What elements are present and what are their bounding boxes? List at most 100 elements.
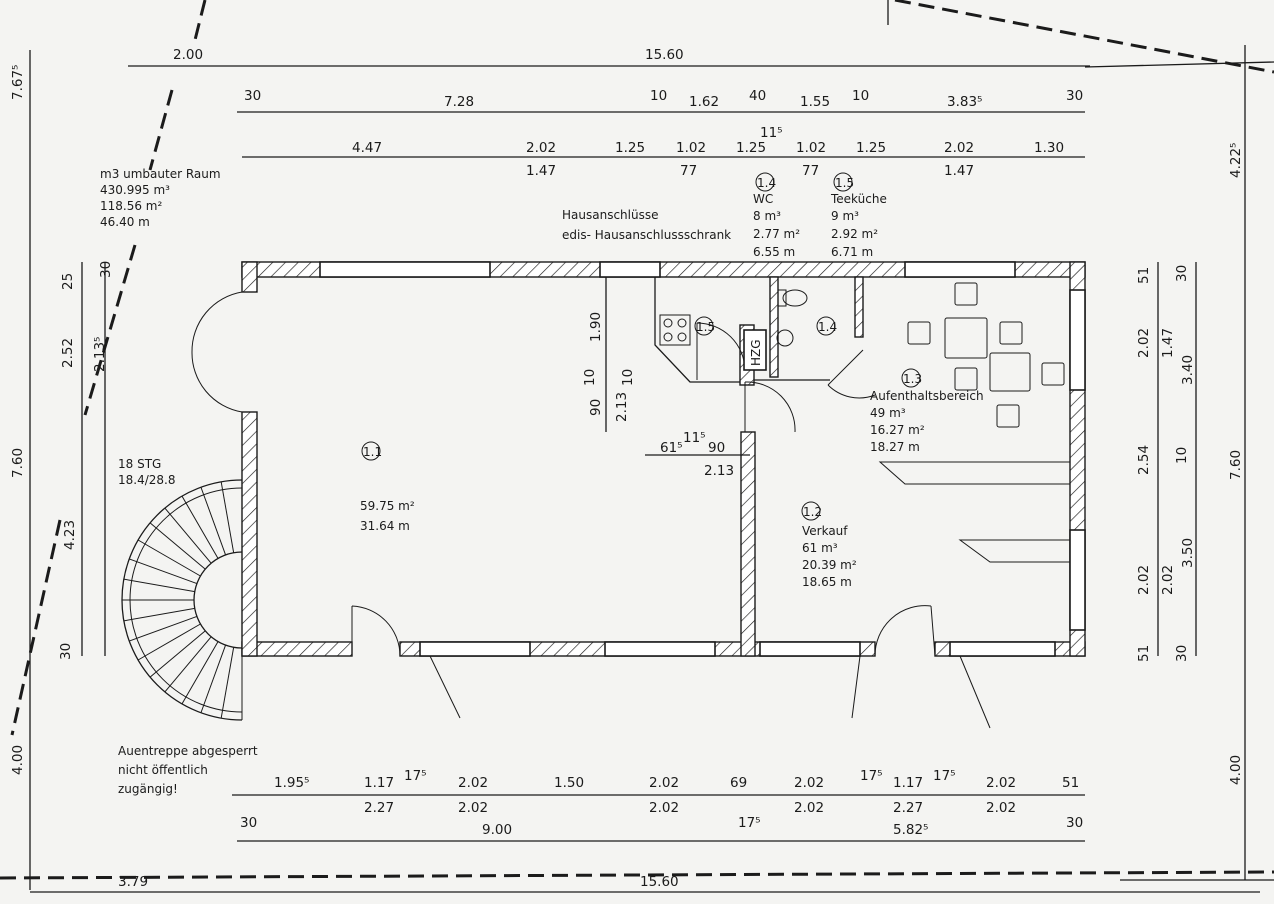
stair-step bbox=[129, 615, 198, 642]
stair-step bbox=[181, 641, 219, 705]
stair-step bbox=[200, 487, 227, 556]
room-1-4-perimeter: 6.55 m bbox=[753, 245, 795, 259]
dim-top-3-4: 1.25 bbox=[736, 140, 766, 156]
dim-bot-1-8: 17⁵ bbox=[860, 768, 883, 784]
dim-bot-1-3: 2.02 bbox=[458, 775, 488, 791]
outside-note-line1: Auentreppe abgesperrt bbox=[118, 744, 258, 758]
dim-bot-1b-1: 2.02 bbox=[458, 800, 488, 816]
dim-bot-2-1: 9.00 bbox=[482, 822, 512, 838]
dim-bot-2-3: 5.82⁵ bbox=[893, 822, 928, 838]
outside-note-line2: nicht öffentlich bbox=[118, 763, 208, 777]
dim-top-2-4: 40 bbox=[749, 88, 766, 104]
dim-left-4: 2.13⁵ bbox=[92, 337, 108, 372]
outside-note-line3: zugängig! bbox=[118, 782, 178, 796]
dim-top-3b-2: 77 bbox=[802, 163, 819, 179]
heater-label: HZG bbox=[749, 339, 763, 366]
stair-step bbox=[220, 647, 235, 719]
dim-bot-1-1: 1.17 bbox=[364, 775, 394, 791]
room-1-1-perimeter: 31.64 m bbox=[360, 519, 410, 533]
dim-bot-2-0: 30 bbox=[240, 815, 257, 831]
room-1-2-name: Verkauf bbox=[802, 524, 848, 538]
dim-bot-1-11: 2.02 bbox=[986, 775, 1016, 791]
stair-step bbox=[149, 522, 206, 570]
dim-inner-v3: 10 bbox=[620, 369, 636, 386]
dim-top-3-2: 1.25 bbox=[615, 140, 645, 156]
room-1-5-name: Teeküche bbox=[830, 192, 887, 206]
dim-bot-1-7: 2.02 bbox=[794, 775, 824, 791]
dim-top-2-3: 1.62 bbox=[689, 94, 719, 110]
dim-right-9: 2.02 bbox=[1136, 565, 1152, 595]
dim-inner-v4: 90 bbox=[588, 399, 604, 416]
dim-right-8: 7.60 bbox=[1228, 450, 1244, 480]
dim-right-10: 2.02 bbox=[1160, 565, 1176, 595]
dim-right-11: 3.50 bbox=[1180, 538, 1196, 568]
dim-top-3-6: 1.25 bbox=[856, 140, 886, 156]
dim-top-3-0: 4.47 bbox=[352, 140, 382, 156]
dim-inner-v2: 10 bbox=[582, 369, 598, 386]
dim-top-1-0: 2.00 bbox=[173, 47, 203, 63]
dim-left-3: 2.52 bbox=[60, 338, 76, 368]
dim-left-6: 4.23 bbox=[62, 520, 78, 550]
spiral-stair bbox=[121, 479, 243, 721]
stair-step bbox=[137, 539, 201, 577]
room-1-1-id: 1.1 bbox=[363, 445, 382, 459]
dim-right-14: 4.00 bbox=[1228, 755, 1244, 785]
dim-top-2-8: 30 bbox=[1066, 88, 1083, 104]
stair-step bbox=[220, 481, 235, 553]
room-1-5-perimeter: 6.71 m bbox=[831, 245, 873, 259]
dim-left-8: 4.00 bbox=[10, 745, 26, 775]
top-dimensions: 2.00 15.60 30 7.28 10 1.62 40 1.55 10 3.… bbox=[128, 47, 1090, 179]
dim-bot-1b-4: 2.27 bbox=[893, 800, 923, 816]
dim-top-2-2: 10 bbox=[650, 88, 667, 104]
volume-note-title: m3 umbauter Raum bbox=[100, 167, 221, 181]
dim-right-0: 4.22⁵ bbox=[1228, 143, 1244, 178]
dim-bot-1b-0: 2.27 bbox=[364, 800, 394, 816]
room-1-3-id: 1.3 bbox=[903, 372, 922, 386]
dim-bot-1-5: 2.02 bbox=[649, 775, 679, 791]
dim-top-2-1: 7.28 bbox=[444, 94, 474, 110]
room-1-4-area: 2.77 m² bbox=[753, 227, 800, 241]
stair-step bbox=[164, 507, 212, 564]
property-boundaries bbox=[0, 0, 1274, 881]
dim-top-small: 11⁵ bbox=[760, 125, 783, 141]
dim-top-1-1: 15.60 bbox=[645, 47, 684, 63]
room-1-2-area: 20.39 m² bbox=[802, 558, 857, 572]
dim-top-2-7: 3.83⁵ bbox=[947, 94, 982, 110]
dim-inner-h4: 2.13 bbox=[704, 463, 734, 479]
dim-top-3b-0: 1.47 bbox=[526, 163, 556, 179]
dim-right-12: 51 bbox=[1136, 645, 1152, 662]
dim-top-3b-3: 1.47 bbox=[944, 163, 974, 179]
dim-bot-2-2: 17⁵ bbox=[738, 815, 761, 831]
dim-left-1: 25 bbox=[60, 273, 76, 290]
room-labels: 1.1 59.75 m² 31.64 m 1.2 Verkauf 61 m³ 2… bbox=[360, 172, 984, 589]
bottom-dimensions: 1.95⁵ 1.17 17⁵ 2.02 1.50 2.02 69 2.02 17… bbox=[30, 768, 1260, 893]
dim-inner-h3: 90 bbox=[708, 440, 725, 456]
dim-left-0: 7.67⁵ bbox=[10, 65, 26, 100]
room-1-3-name: Aufenthaltsbereich bbox=[870, 389, 984, 403]
dim-top-3-7: 2.02 bbox=[944, 140, 974, 156]
room-1-3-area: 16.27 m² bbox=[870, 423, 925, 437]
stair-step bbox=[123, 578, 195, 593]
dim-bot-2-4: 30 bbox=[1066, 815, 1083, 831]
dim-bot-1-10: 17⁵ bbox=[933, 768, 956, 784]
room-1-4-volume: 8 m³ bbox=[753, 209, 781, 223]
stair-step bbox=[129, 558, 198, 585]
stair-inner-arc bbox=[193, 551, 243, 649]
dim-bot-1-2: 17⁵ bbox=[404, 768, 427, 784]
dim-bot-1-0: 1.95⁵ bbox=[274, 775, 309, 791]
notes: m3 umbauter Raum 430.995 m³ 118.56 m² 46… bbox=[100, 167, 731, 796]
stair-note-line1: 18 STG bbox=[118, 457, 161, 471]
dim-right-6: 2.54 bbox=[1136, 445, 1152, 475]
dim-top-3-1: 2.02 bbox=[526, 140, 556, 156]
dim-right-5: 3.40 bbox=[1180, 355, 1196, 385]
dim-left-5: 7.60 bbox=[10, 448, 26, 478]
dim-top-2-0: 30 bbox=[244, 88, 261, 104]
dim-inner-h1: 61⁵ bbox=[660, 440, 683, 456]
left-dimensions: 7.67⁵ 25 30 2.52 2.13⁵ 7.60 4.23 30 4.00 bbox=[10, 50, 114, 890]
dim-bot-3-1: 15.60 bbox=[640, 874, 679, 890]
dim-bot-1-4: 1.50 bbox=[554, 775, 584, 791]
room-1-4-name: WC bbox=[753, 192, 773, 206]
dim-right-1: 51 bbox=[1136, 267, 1152, 284]
dim-left-2: 30 bbox=[98, 261, 114, 278]
